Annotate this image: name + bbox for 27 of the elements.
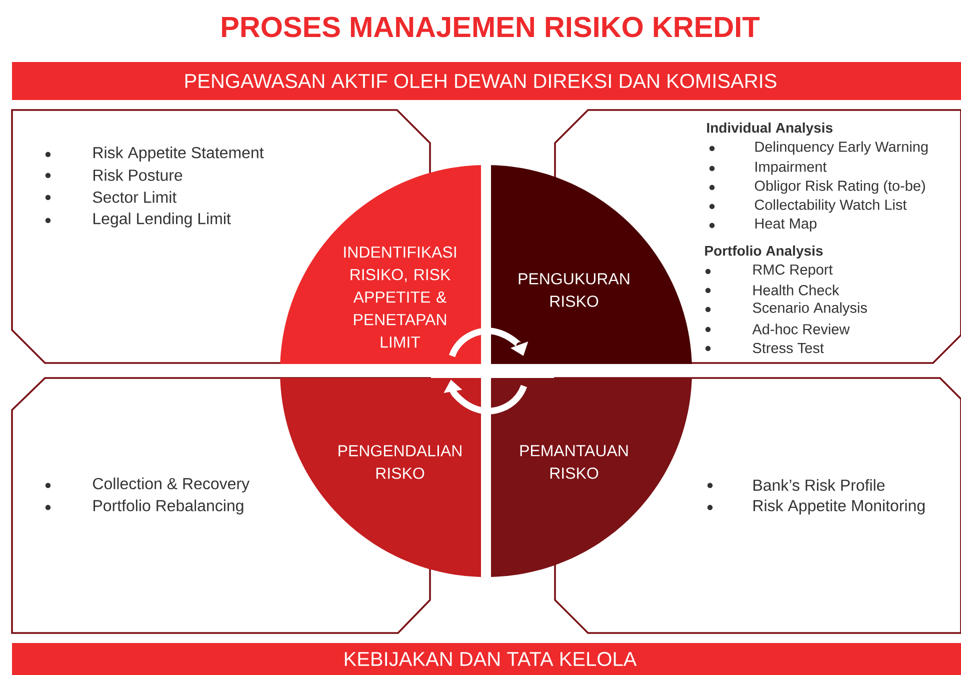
quadrant-segment: PEMANTAUAN RISKO [491,378,692,577]
title: PROSES MANAJEMEN RISIKO KREDIT [222,16,760,38]
list-item: Risk Appetite Statement [94,146,264,162]
quadrant-segment: PENGUKURAN RISKO [491,165,692,364]
quadrant-segment: PENGENDALIAN RISKO [280,378,481,577]
list-item: Risk Posture [94,169,182,181]
quadrant-segment: INDENTIFIKASI RISIKO, RISK APPETITE & PENETAPAN LIMIT [280,165,481,364]
list-item: Bank’s Risk Profile [754,479,885,491]
list-item: Sector Limit [92,191,177,203]
list-item: Collection & Recovery [93,478,250,492]
list-item: RMC Report [753,264,833,278]
banner: PENGAWASAN AKTIF OLEH DEWAN DIREKSI DAN KOMISARIS [12,62,961,100]
list-item: Obligor Risk Rating (to-be) [754,180,925,194]
list-item: Ad-hoc Review [752,324,850,334]
list-item: Impairment [756,161,827,175]
list-heading: Individual Analysis [707,122,832,136]
list-item: Stress Test [752,342,824,354]
list-heading: Portfolio Analysis [705,245,823,259]
list-item: Risk Appetite Monitoring [754,500,925,514]
list-item: Health Check [753,284,840,296]
list-item: Legal Lending Limit [94,212,231,228]
list-item: Delinquency Early Warning [755,141,928,155]
list-item: Scenario Analysis [752,302,867,316]
list-item: Heat Map [755,218,816,232]
banner: KEBIJAKAN DAN TATA KELOLA [12,643,961,675]
list-item: Collectability Watch List [754,199,907,213]
list-item: Portfolio Rebalancing [94,500,244,514]
